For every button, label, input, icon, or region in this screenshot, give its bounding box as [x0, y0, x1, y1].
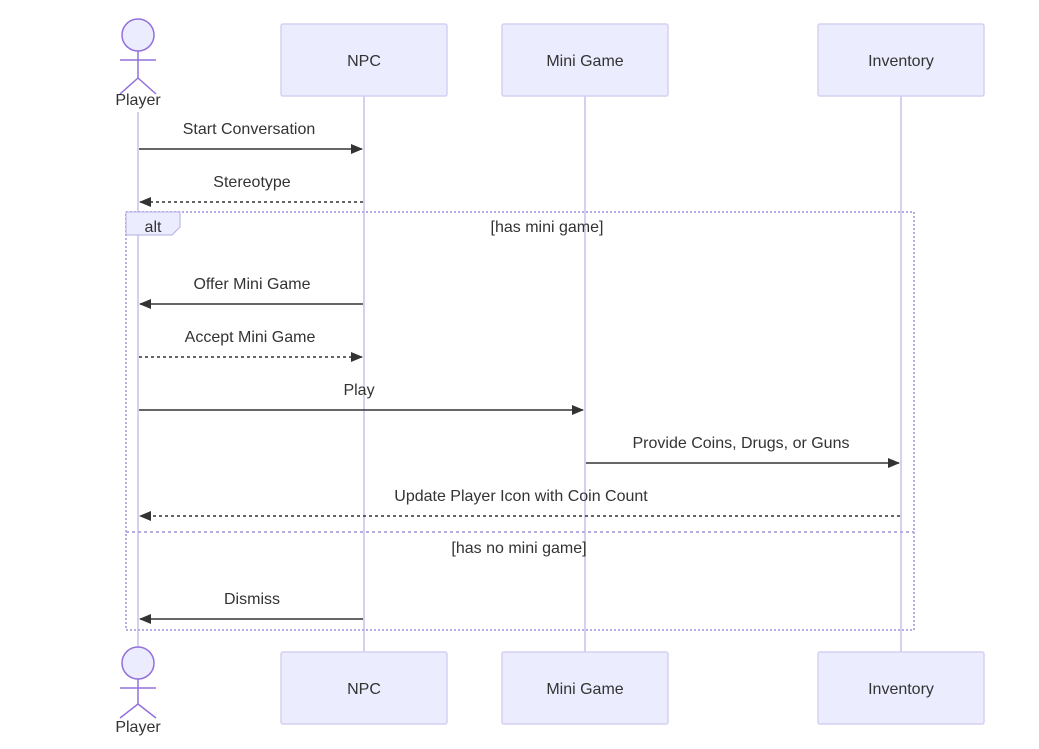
message-label: Stereotype [213, 174, 290, 191]
participant-box [817, 23, 985, 97]
alt-keyword: alt [145, 219, 162, 236]
message-dismiss: Dismiss [139, 591, 363, 624]
participant-inventory-top: Inventory [817, 23, 985, 97]
participant-label-npc: NPC [347, 53, 381, 70]
participant-box [817, 651, 985, 725]
actor-label-player: Player [115, 719, 161, 736]
participant-label-npc: NPC [347, 681, 381, 698]
message-label: Start Conversation [183, 121, 316, 138]
alt-keyword-tab [125, 211, 181, 236]
actor-head [121, 18, 155, 52]
participant-npc-bottom: NPC [280, 651, 448, 725]
participants-top: Player NPC Mini Game Inventory [115, 18, 985, 109]
participant-label-mini-game: Mini Game [546, 53, 623, 70]
message-label: Accept Mini Game [185, 329, 316, 346]
messages: Start Conversation Stereotype Offer Mini… [139, 121, 900, 624]
message-stereotype: Stereotype [139, 174, 363, 207]
message-offer-mini-game: Offer Mini Game [139, 276, 363, 309]
actor-leg-left [119, 703, 139, 719]
participants-bottom: Player NPC Mini Game Inventory [115, 646, 985, 736]
participant-box [280, 23, 448, 97]
message-start-conversation: Start Conversation [139, 121, 363, 154]
message-play: Play [139, 382, 584, 415]
participant-box [501, 23, 669, 97]
actor-player-bottom: Player [115, 646, 161, 736]
participant-mini-game-bottom: Mini Game [501, 651, 669, 725]
message-label: Provide Coins, Drugs, or Guns [633, 435, 850, 452]
message-provide-rewards: Provide Coins, Drugs, or Guns [586, 435, 900, 468]
lifelines [137, 96, 902, 652]
message-label: Play [343, 382, 374, 399]
message-update-player-icon: Update Player Icon with Coin Count [139, 488, 900, 521]
participant-inventory-bottom: Inventory [817, 651, 985, 725]
actor-head [121, 646, 155, 680]
participant-npc-top: NPC [280, 23, 448, 97]
alt-frame [125, 211, 915, 631]
participant-label-inventory: Inventory [868, 681, 934, 698]
actor-leg-right [137, 703, 157, 719]
participant-label-mini-game: Mini Game [546, 681, 623, 698]
participant-box [501, 651, 669, 725]
actor-leg-right [137, 77, 157, 95]
participant-mini-game-top: Mini Game [501, 23, 669, 97]
participant-label-inventory: Inventory [868, 53, 934, 70]
message-label: Offer Mini Game [193, 276, 310, 293]
alt-block: alt [has mini game] [has no mini game] [125, 211, 915, 631]
actor-leg-left [119, 77, 139, 95]
participant-box [280, 651, 448, 725]
actor-label-player: Player [115, 92, 161, 109]
message-accept-mini-game: Accept Mini Game [139, 329, 363, 362]
message-label: Dismiss [224, 591, 280, 608]
alt-condition-1: [has mini game] [491, 219, 604, 236]
alt-condition-2: [has no mini game] [451, 540, 586, 557]
message-label: Update Player Icon with Coin Count [394, 488, 648, 505]
actor-player-top: Player [115, 18, 161, 109]
